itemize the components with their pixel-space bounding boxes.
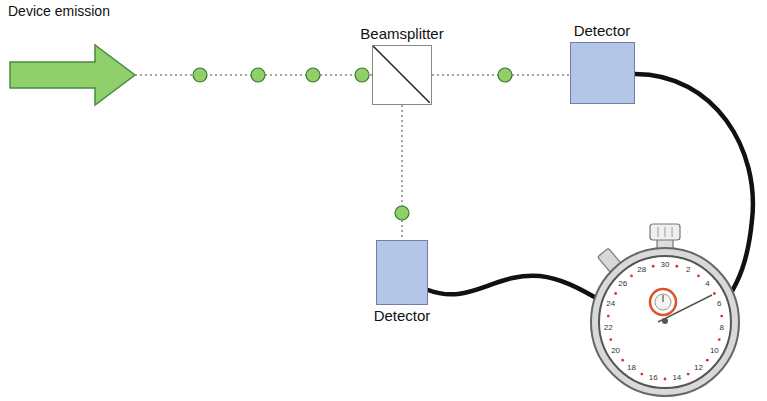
tick-mark — [640, 373, 643, 376]
tick-mark — [675, 265, 678, 268]
dial-number: 24 — [606, 300, 615, 308]
tick-mark — [607, 315, 610, 318]
tick-mark — [713, 292, 716, 295]
source-label: Device emission — [8, 4, 110, 18]
dial-number: 20 — [611, 347, 620, 355]
dial-number: 26 — [618, 280, 627, 288]
tick-mark — [706, 359, 709, 362]
beamsplitter-diagonal — [373, 46, 430, 103]
dial-number: 2 — [686, 266, 690, 274]
node-label: Beamsplitter — [360, 23, 443, 45]
tick-mark — [720, 315, 723, 318]
dial-number: 18 — [627, 364, 636, 372]
dial-number: 8 — [719, 324, 723, 332]
tick-mark — [687, 373, 690, 376]
beamsplitter-cube — [372, 45, 432, 105]
stopwatch — [591, 224, 739, 396]
emission-arrow — [10, 45, 135, 105]
detector-node: Detector — [374, 240, 431, 327]
dial-number: 12 — [694, 364, 703, 372]
photon-dots — [193, 68, 512, 220]
tick-mark — [609, 338, 612, 341]
detector-node: Detector — [570, 20, 635, 104]
tick-mark — [697, 274, 700, 277]
tick-mark — [630, 274, 633, 277]
node-label: Detector — [574, 20, 631, 42]
tick-mark — [614, 292, 617, 295]
tick-mark — [652, 265, 655, 268]
node-label: Detector — [374, 305, 431, 327]
detector-box — [376, 240, 428, 305]
dial-number: 22 — [604, 324, 613, 332]
dial-number: 28 — [637, 266, 646, 274]
tick-mark — [664, 378, 667, 381]
tick-mark — [621, 359, 624, 362]
dial-number: 4 — [705, 280, 709, 288]
dial-number: 6 — [717, 300, 721, 308]
dial-number: 30 — [661, 261, 670, 269]
dial-number: 14 — [672, 374, 681, 382]
tick-mark — [718, 338, 721, 341]
beamsplitter-node: Beamsplitter — [360, 23, 443, 105]
detector-box — [570, 42, 635, 104]
dial-number: 16 — [649, 374, 658, 382]
dial-number: 10 — [710, 347, 719, 355]
